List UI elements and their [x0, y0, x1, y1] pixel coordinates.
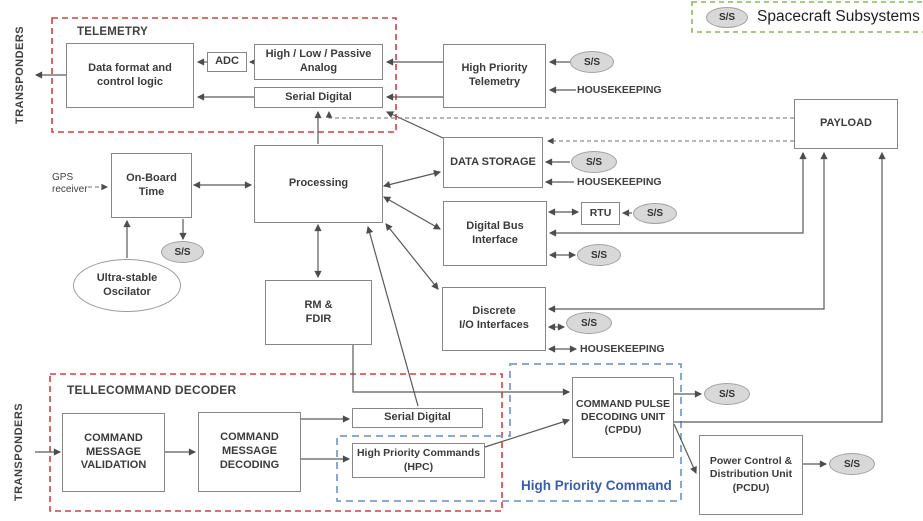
ss-badge-rtu: S/S	[633, 203, 677, 224]
dashed-connectors	[88, 111, 794, 191]
group-outlines	[49, 1, 923, 512]
node-ultra-stable-oscilator: Ultra-stable Oscilator	[73, 259, 181, 312]
node-rm-fdir: RM & FDIR	[265, 280, 372, 345]
housekeeping-label-discrete: HOUSEKEEPING	[580, 343, 665, 355]
node-serial-digital-telecommand: Serial Digital	[352, 408, 483, 428]
solid-connectors	[34, 58, 886, 474]
ss-badge-pcdu: S/S	[829, 453, 875, 475]
node-payload: PAYLOAD	[794, 99, 898, 149]
node-pcdu: Power Control & Distribution Unit (PCDU)	[699, 435, 803, 515]
telecommand-group-outline	[49, 373, 503, 512]
ss-badge-data-storage: S/S	[571, 151, 617, 173]
node-command-message-decoding: COMMAND MESSAGE DECODING	[198, 412, 301, 492]
housekeeping-label-telemetry: HOUSEKEEPING	[577, 84, 662, 96]
node-high-priority-commands: High Priority Commands (HPC)	[352, 443, 485, 478]
node-high-low-passive-analog: High / Low / Passive Analog	[254, 44, 383, 80]
high-priority-command-outline	[336, 363, 682, 502]
ss-badge-telemetry: S/S	[570, 51, 614, 73]
node-cpdu: COMMAND PULSE DECODING UNIT (CPDU)	[572, 377, 674, 458]
node-command-message-validation: COMMAND MESSAGE VALIDATION	[62, 413, 165, 492]
node-digital-bus-interface: Digital Bus Interface	[443, 201, 547, 266]
ss-badge-on-board-time: S/S	[161, 241, 204, 263]
legend-ss-badge: S/S	[706, 7, 748, 28]
telemetry-group-outline	[51, 17, 397, 133]
high-priority-command-label: High Priority Command	[521, 478, 672, 493]
ss-badge-cpdu: S/S	[704, 383, 750, 405]
telemetry-group-label: TELEMETRY	[77, 26, 149, 38]
transponders-top-label: TRANSPONDERS	[14, 25, 26, 125]
ss-badge-digital-bus: S/S	[577, 244, 621, 266]
housekeeping-label-datastorage: HOUSEKEEPING	[577, 176, 662, 188]
gps-receiver-label: GPS receiver	[52, 172, 88, 195]
legend-outline	[691, 1, 923, 33]
node-high-priority-telemetry: High Priority Telemetry	[443, 44, 546, 108]
node-rtu: RTU	[581, 202, 620, 225]
node-processing: Processing	[254, 145, 383, 223]
transponders-bottom-label: TRANSPONDERS	[13, 402, 25, 502]
ss-badge-discrete-io: S/S	[566, 312, 612, 334]
node-data-format-control-logic: Data format and control logic	[66, 43, 194, 108]
legend-label: Spacecraft Subsystems	[757, 8, 920, 25]
node-data-storage: DATA STORAGE	[443, 137, 543, 188]
node-serial-digital-telemetry: Serial Digital	[254, 87, 383, 108]
node-discrete-io-interfaces: Discrete I/O Interfaces	[442, 287, 546, 351]
node-adc: ADC	[207, 52, 247, 72]
node-on-board-time: On-Board Time	[111, 153, 192, 218]
telecommand-group-label: TELLECOMMAND DECODER	[67, 383, 237, 397]
